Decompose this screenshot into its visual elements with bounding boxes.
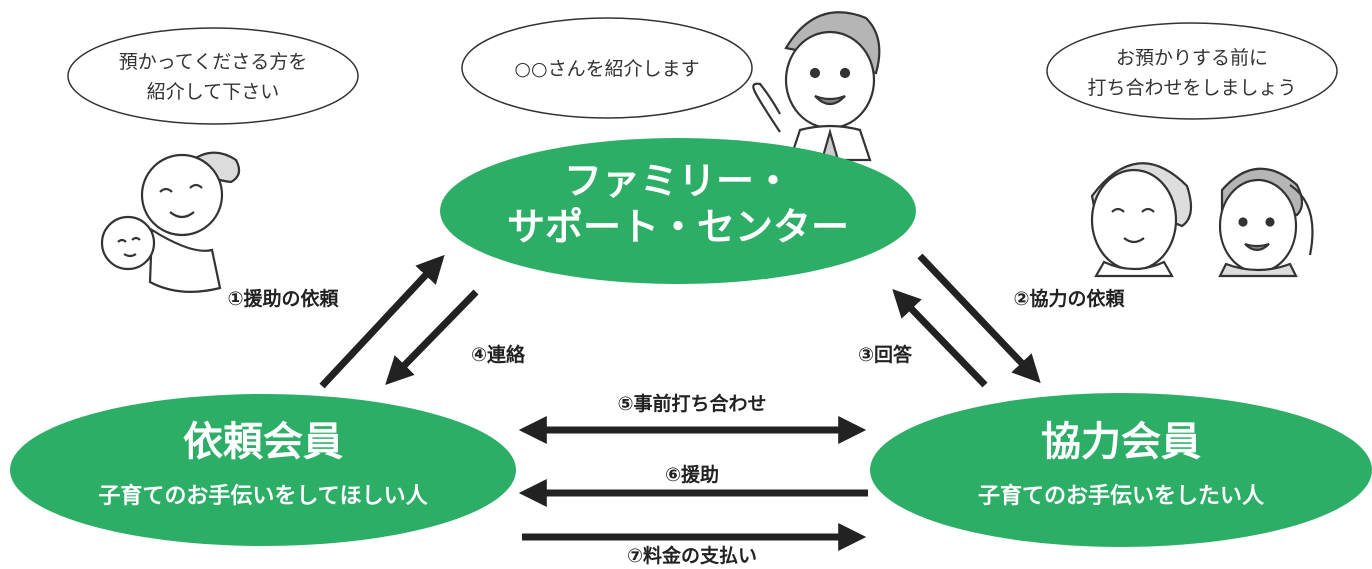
node-helper-member: 協力会員 子育てのお手伝いをしたい人	[870, 393, 1372, 547]
arrow-e4	[385, 289, 479, 386]
bubble-helper-line2: 打ち合わせをしましょう	[1087, 77, 1296, 99]
requester-title: 依頼会員	[183, 419, 343, 465]
waving-staff-illustration	[752, 11, 881, 162]
center-title-line1: ファミリー・	[564, 159, 792, 203]
mother-with-baby-illustration	[100, 151, 241, 293]
helper-subtitle: 子育てのお手伝いをしたい人	[978, 483, 1264, 509]
elderly-woman-illustration	[1090, 162, 1193, 278]
bubble-center: ○○さんを紹介します	[461, 17, 753, 119]
requester-subtitle: 子育てのお手伝いをしてほしい人	[98, 483, 427, 509]
edge-label-e4: ④連絡	[471, 343, 526, 366]
node-requester-member: 依頼会員 子育てのお手伝いをしてほしい人	[10, 394, 516, 546]
bubble-requester: 預かってくださる方を 紹介して下さい	[67, 27, 359, 125]
helper-title: 協力会員	[1041, 419, 1201, 465]
edge-label-e7: ⑦料金の支払い	[627, 544, 757, 567]
arrow-e3	[892, 288, 988, 388]
bubble-helper: お預かりする前に 打ち合わせをしましょう	[1046, 22, 1338, 120]
center-title-line2: サポート・センター	[507, 205, 849, 249]
edge-label-e1: ①援助の依頼	[227, 287, 339, 310]
bubble-requester-line2: 紹介して下さい	[147, 81, 279, 103]
edge-label-e3: ③回答	[858, 343, 913, 366]
arrow-e1	[319, 254, 445, 389]
edge-label-e5: ⑤事前打ち合わせ	[617, 392, 766, 415]
edge-label-e6: ⑥援助	[665, 463, 719, 486]
bubble-center-line1: ○○さんを紹介します	[514, 58, 699, 80]
bubble-helper-line1: お預かりする前に	[1116, 47, 1268, 69]
young-woman-illustration	[1218, 167, 1314, 278]
arrow-e2	[917, 253, 1041, 384]
edge-label-e2: ②協力の依頼	[1013, 287, 1125, 310]
node-family-support-center: ファミリー・ サポート・センター	[440, 138, 916, 284]
bubble-requester-line1: 預かってくださる方を	[119, 51, 307, 73]
